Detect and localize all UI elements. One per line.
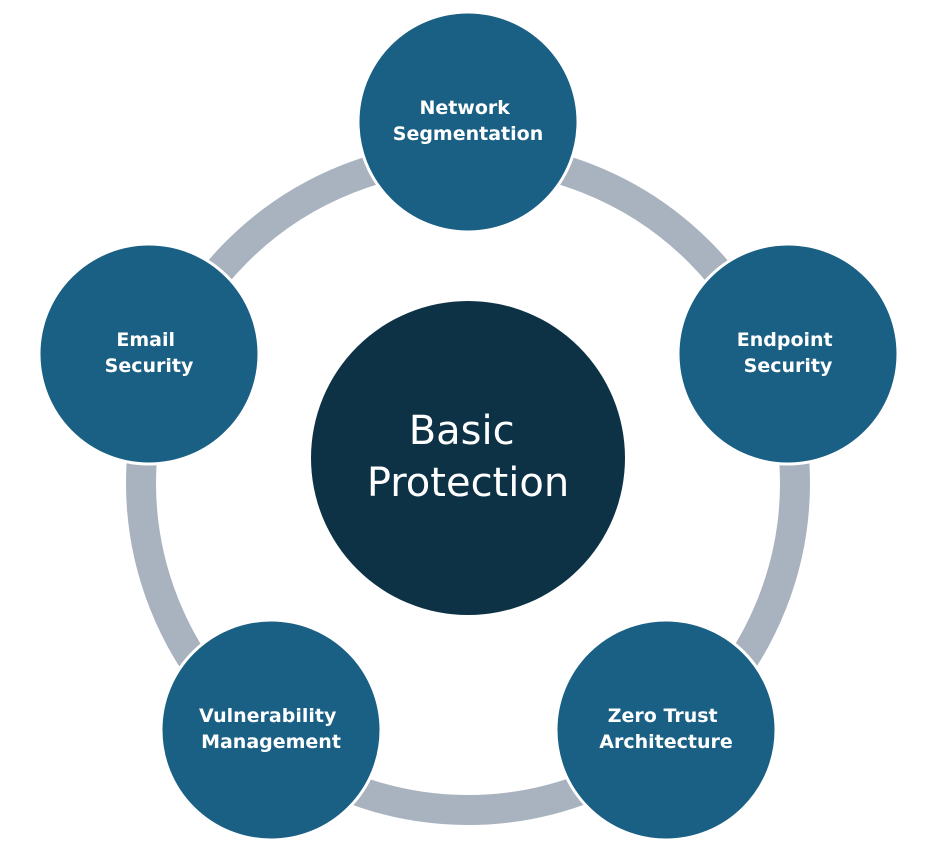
- node-label-line1: Vulnerability: [199, 705, 337, 727]
- node-network-segmentation: Network Segmentation: [356, 10, 580, 234]
- node-label-line2: Security: [744, 355, 833, 377]
- node-label-line2: Management: [201, 731, 341, 753]
- node-label: Vulnerability Management: [199, 705, 343, 753]
- node-circle: [37, 242, 261, 466]
- node-label: Network Segmentation: [393, 97, 543, 145]
- node-vulnerability-management: Vulnerability Management: [159, 618, 383, 842]
- node-label-line2: Security: [105, 355, 194, 377]
- center-label: Basic Protection: [367, 408, 569, 506]
- node-label: Endpoint Security: [737, 329, 840, 377]
- center-label-line1: Basic: [409, 408, 515, 454]
- node-label: Email Security: [105, 329, 194, 377]
- node-zero-trust-architecture: Zero Trust Architecture: [554, 618, 778, 842]
- node-label-line1: Zero Trust: [608, 705, 718, 727]
- node-label-line1: Email: [116, 329, 175, 351]
- node-label-line1: Endpoint: [737, 329, 833, 351]
- node-endpoint-security: Endpoint Security: [676, 242, 900, 466]
- center-hub: Basic Protection: [311, 301, 625, 615]
- node-circle: [554, 618, 778, 842]
- node-label-line2: Segmentation: [393, 123, 543, 145]
- node-circle: [159, 618, 383, 842]
- node-label: Zero Trust Architecture: [599, 705, 732, 753]
- center-circle: [311, 301, 625, 615]
- node-circle: [676, 242, 900, 466]
- node-circle: [356, 10, 580, 234]
- node-email-security: Email Security: [37, 242, 261, 466]
- node-label-line1: Network: [419, 97, 510, 119]
- node-label-line2: Architecture: [599, 731, 732, 753]
- center-label-line2: Protection: [367, 460, 569, 506]
